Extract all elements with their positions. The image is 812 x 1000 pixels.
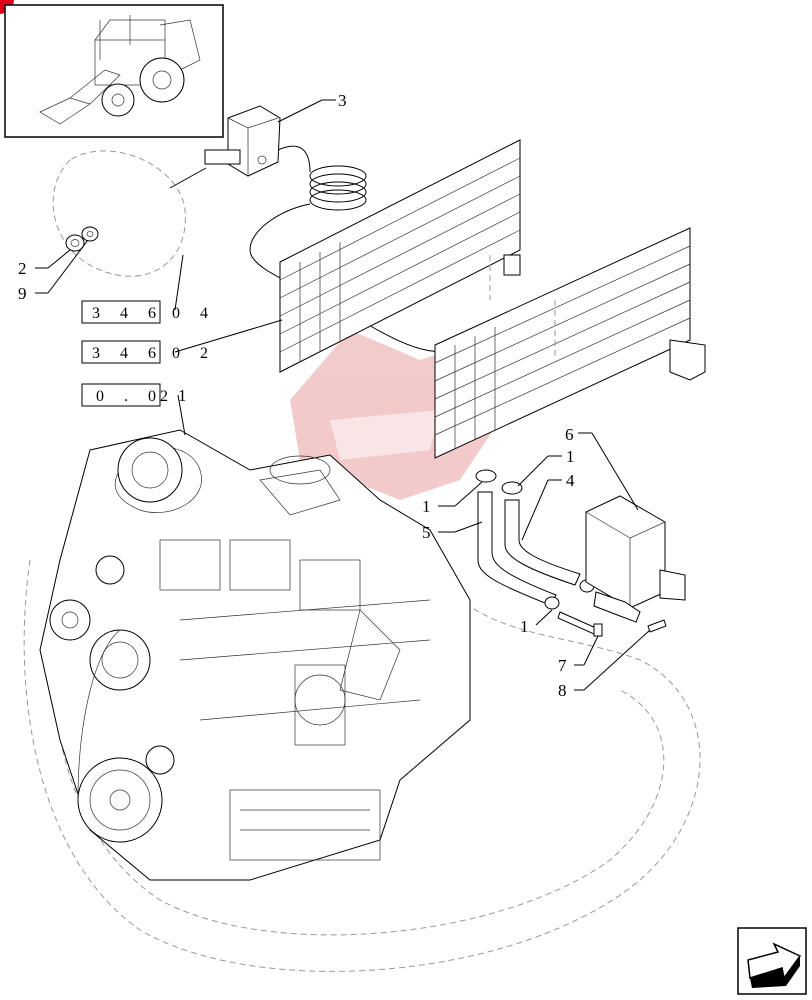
- reference-suffix-text: 0 4: [172, 305, 216, 322]
- reference-suffix-text: 0 2: [172, 345, 216, 362]
- part-1-clamp-right[interactable]: [501, 481, 523, 495]
- part-8-screw[interactable]: [647, 619, 667, 633]
- callout-1-clamp-lower: 1: [520, 617, 529, 636]
- sensor-fitting[interactable]: [593, 591, 641, 623]
- tractor-thumbnail[interactable]: [4, 4, 224, 138]
- reference-box-text: 0 . 0: [96, 388, 164, 405]
- callout-9: 9: [18, 284, 27, 303]
- callout-5: 5: [422, 523, 431, 542]
- reference-346-02[interactable]: 3 4 6 0 2: [81, 340, 216, 364]
- part-1-clamp-lower-a[interactable]: [544, 596, 560, 610]
- capillary-coil: [249, 145, 573, 353]
- part-5-pipe[interactable]: [477, 491, 557, 606]
- part-3-valve[interactable]: [204, 105, 281, 177]
- part-4-pipe[interactable]: [504, 499, 581, 586]
- callout-3: 3: [338, 91, 347, 110]
- callout-7: 7: [558, 656, 567, 675]
- callout-1-engine: 1: [178, 386, 187, 405]
- part-6-control-box[interactable]: [585, 495, 686, 609]
- callout-4: 4: [566, 471, 575, 490]
- callout-6: 6: [565, 425, 574, 444]
- part-2-seal[interactable]: [65, 234, 85, 252]
- heater-core-upper[interactable]: [279, 139, 521, 373]
- part-7-bolt[interactable]: [557, 611, 603, 637]
- callout-1-clamp-right: 1: [566, 447, 575, 466]
- heater-core-lower[interactable]: [434, 227, 706, 459]
- part-1-clamp-left[interactable]: [475, 469, 497, 483]
- reference-box-text: 3 4 6: [92, 345, 164, 362]
- reference-box-text: 3 4 6: [92, 305, 164, 322]
- assembly-outline: [23, 150, 701, 972]
- reference-0-0-2[interactable]: 0 . 0 2: [81, 383, 176, 407]
- engine-block: [39, 429, 471, 881]
- callout-2: 2: [18, 259, 27, 278]
- leader-lines: [35, 99, 651, 691]
- callout-8: 8: [558, 681, 567, 700]
- reference-suffix-text: 2: [160, 388, 176, 405]
- part-9-washer[interactable]: [81, 226, 99, 242]
- callout-1-clamp-left: 1: [422, 497, 431, 516]
- next-page-arrow-icon[interactable]: [737, 927, 807, 995]
- reference-346-04[interactable]: 3 4 6 0 4: [81, 300, 216, 324]
